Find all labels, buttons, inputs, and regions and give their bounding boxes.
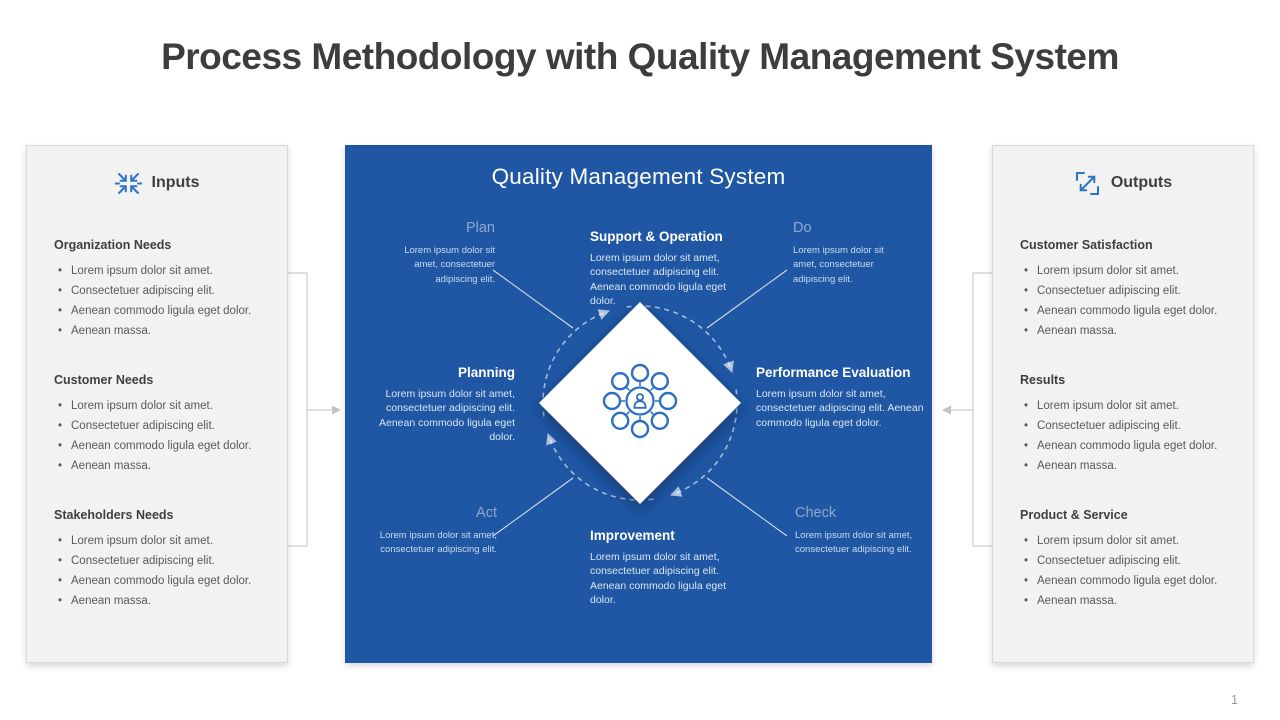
cycle-step-do: Do Lorem ipsum dolor sit amet, consectet… bbox=[793, 220, 893, 287]
section-heading: Stakeholders Needs bbox=[54, 508, 174, 522]
bullet-item: Lorem ipsum dolor sit amet. bbox=[1020, 261, 1241, 281]
outputs-section-customer-satisfaction: Customer Satisfaction Lorem ipsum dolor … bbox=[1020, 238, 1241, 341]
bullet-item: Lorem ipsum dolor sit amet. bbox=[54, 261, 275, 281]
section-heading: Results bbox=[1020, 373, 1066, 387]
bullet-item: Consectetuer adipiscing elit. bbox=[1020, 551, 1241, 571]
cycle-step-text: Lorem ipsum dolor sit amet, consectetuer… bbox=[793, 245, 884, 285]
bullet-item: Consectetuer adipiscing elit. bbox=[54, 281, 275, 301]
outputs-section-product-service: Product & Service Lorem ipsum dolor sit … bbox=[1020, 508, 1241, 611]
cycle-step-label: Check bbox=[795, 505, 837, 521]
cycle-step-text: Lorem ipsum dolor sit amet, consectetuer… bbox=[795, 530, 913, 556]
inputs-panel-title: Inputs bbox=[151, 174, 200, 191]
bullet-list: Lorem ipsum dolor sit amet. Consectetuer… bbox=[54, 531, 275, 611]
bullet-item: Aenean commodo ligula eget dolor. bbox=[54, 571, 275, 591]
stage-text: Lorem ipsum dolor sit amet, consectetuer… bbox=[590, 551, 727, 607]
bullet-item: Consectetuer adipiscing elit. bbox=[1020, 416, 1241, 436]
cycle-step-check: Check Lorem ipsum dolor sit amet, consec… bbox=[795, 505, 917, 558]
bullet-item: Lorem ipsum dolor sit amet. bbox=[1020, 531, 1241, 551]
expand-arrows-icon bbox=[1075, 171, 1099, 195]
stage-title: Support & Operation bbox=[590, 229, 723, 244]
stage-title: Planning bbox=[458, 365, 515, 380]
outputs-panel-header: Outputs bbox=[993, 168, 1253, 198]
qms-panel: Quality Management System bbox=[345, 145, 932, 663]
bullet-item: Aenean commodo ligula eget dolor. bbox=[54, 301, 275, 321]
corner-diagonal-lines bbox=[492, 269, 788, 537]
bullet-item: Aenean massa. bbox=[1020, 456, 1241, 476]
section-heading: Customer Needs bbox=[54, 373, 154, 387]
section-heading: Organization Needs bbox=[54, 238, 172, 252]
section-heading: Product & Service bbox=[1020, 508, 1128, 522]
person-network-icon bbox=[602, 363, 678, 439]
dashed-cycle-arrows bbox=[542, 305, 738, 501]
stage-title: Improvement bbox=[590, 528, 675, 543]
bullet-item: Consectetuer adipiscing elit. bbox=[1020, 281, 1241, 301]
bullet-item: Consectetuer adipiscing elit. bbox=[54, 551, 275, 571]
bullet-list: Lorem ipsum dolor sit amet. Consectetuer… bbox=[1020, 531, 1241, 611]
bullet-list: Lorem ipsum dolor sit amet. Consectetuer… bbox=[1020, 396, 1241, 476]
stage-planning: Planning Lorem ipsum dolor sit amet, con… bbox=[353, 365, 515, 445]
cycle-step-label: Plan bbox=[465, 220, 495, 236]
left-connector-arrow-icon bbox=[332, 405, 341, 415]
inputs-section-stakeholders-needs: Stakeholders Needs Lorem ipsum dolor sit… bbox=[54, 508, 275, 611]
cycle-step-text: Lorem ipsum dolor sit amet, consectetuer… bbox=[379, 530, 497, 556]
stage-text: Lorem ipsum dolor sit amet, consectetuer… bbox=[756, 388, 924, 429]
bullet-item: Aenean massa. bbox=[1020, 591, 1241, 611]
section-heading: Customer Satisfaction bbox=[1020, 238, 1153, 252]
qms-title: Quality Management System bbox=[491, 164, 786, 189]
cycle-step-plan: Plan Lorem ipsum dolor sit amet, consect… bbox=[383, 220, 495, 287]
bullet-item: Aenean commodo ligula eget dolor. bbox=[1020, 436, 1241, 456]
bullet-item: Lorem ipsum dolor sit amet. bbox=[1020, 396, 1241, 416]
bullet-item: Aenean commodo ligula eget dolor. bbox=[1020, 571, 1241, 591]
stage-text: Lorem ipsum dolor sit amet, consectetuer… bbox=[590, 252, 727, 308]
bullet-item: Lorem ipsum dolor sit amet. bbox=[54, 531, 275, 551]
bullet-list: Lorem ipsum dolor sit amet. Consectetuer… bbox=[54, 261, 275, 341]
inputs-section-customer-needs: Customer Needs Lorem ipsum dolor sit ame… bbox=[54, 373, 275, 476]
stage-support-operation: Support & Operation Lorem ipsum dolor si… bbox=[590, 229, 750, 309]
cycle-step-act: Act Lorem ipsum dolor sit amet, consecte… bbox=[377, 505, 497, 558]
right-connector-arrow-icon bbox=[942, 405, 951, 415]
cycle-step-label: Do bbox=[793, 220, 812, 236]
outputs-panel: Outputs Customer Satisfaction Lorem ipsu… bbox=[992, 145, 1254, 663]
bullet-item: Aenean massa. bbox=[54, 321, 275, 341]
bullet-item: Aenean commodo ligula eget dolor. bbox=[54, 436, 275, 456]
cycle-step-label: Act bbox=[476, 505, 497, 521]
bullet-item: Aenean massa. bbox=[54, 456, 275, 476]
inputs-panel: Inputs Organization Needs Lorem ipsum do… bbox=[26, 145, 288, 663]
page-number: 1 bbox=[1231, 693, 1238, 707]
outputs-section-results: Results Lorem ipsum dolor sit amet. Cons… bbox=[1020, 373, 1241, 476]
bullet-list: Lorem ipsum dolor sit amet. Consectetuer… bbox=[1020, 261, 1241, 341]
stage-performance-evaluation: Performance Evaluation Lorem ipsum dolor… bbox=[756, 365, 924, 430]
converge-arrows-icon bbox=[114, 172, 142, 194]
center-diamond bbox=[539, 302, 741, 504]
inputs-panel-header: Inputs bbox=[27, 168, 287, 198]
pdca-cycle-art bbox=[492, 269, 788, 537]
stage-text: Lorem ipsum dolor sit amet, consectetuer… bbox=[378, 388, 515, 444]
bullet-item: Consectetuer adipiscing elit. bbox=[54, 416, 275, 436]
bullet-list: Lorem ipsum dolor sit amet. Consectetuer… bbox=[54, 396, 275, 476]
outputs-panel-title: Outputs bbox=[1110, 174, 1173, 191]
bullet-item: Aenean massa. bbox=[1020, 321, 1241, 341]
stage-improvement: Improvement Lorem ipsum dolor sit amet, … bbox=[590, 528, 752, 608]
stage-title: Performance Evaluation bbox=[756, 365, 911, 380]
bullet-item: Aenean massa. bbox=[54, 591, 275, 611]
slide-title: Process Methodology with Quality Managem… bbox=[161, 36, 1119, 77]
bullet-item: Lorem ipsum dolor sit amet. bbox=[54, 396, 275, 416]
cycle-step-text: Lorem ipsum dolor sit amet, consectetuer… bbox=[404, 245, 495, 285]
bullet-item: Aenean commodo ligula eget dolor. bbox=[1020, 301, 1241, 321]
inputs-section-organization-needs: Organization Needs Lorem ipsum dolor sit… bbox=[54, 238, 275, 341]
